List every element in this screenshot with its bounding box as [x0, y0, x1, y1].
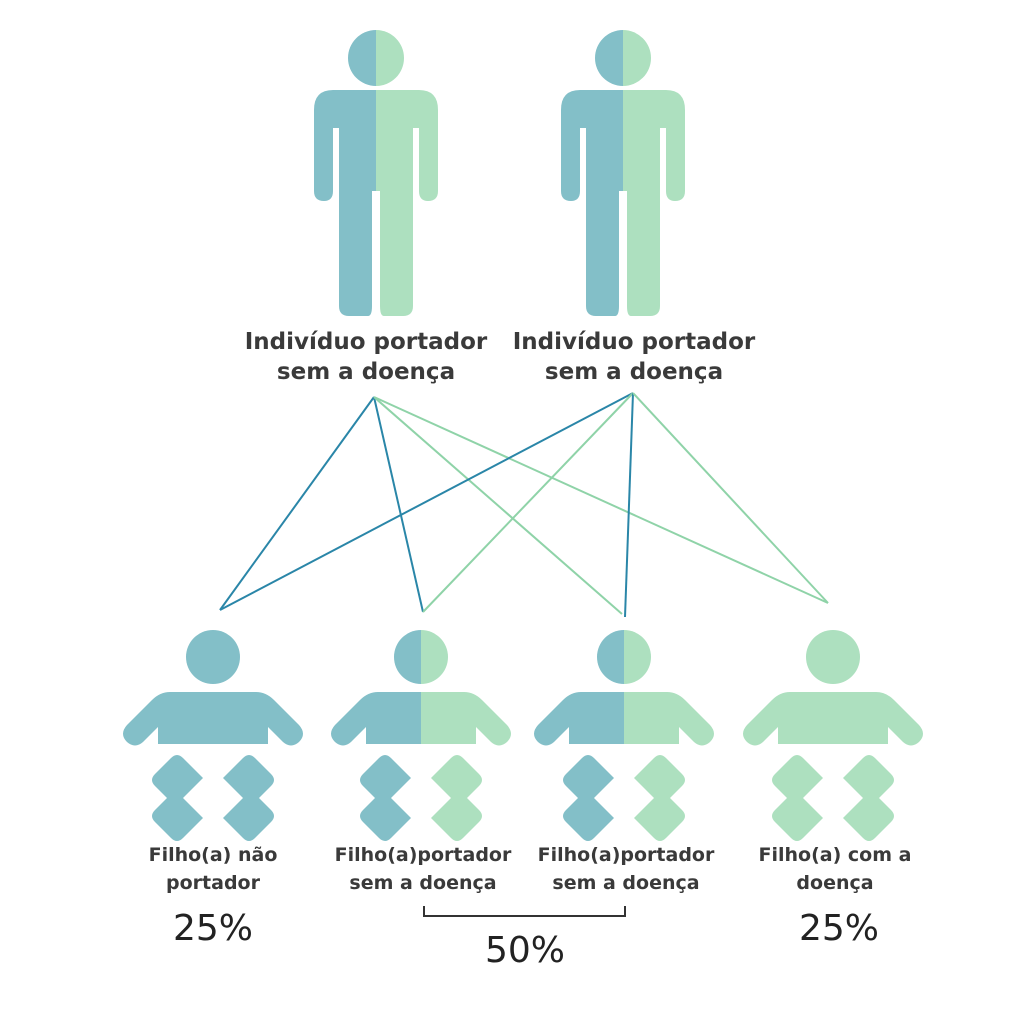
line-p1-c3 [373, 396, 623, 615]
line-p1-c2 [373, 396, 424, 613]
parent-2-figure [561, 30, 685, 316]
child-2-figure [331, 630, 511, 841]
child-4-figure [743, 630, 923, 841]
line-p2-c1 [219, 392, 634, 611]
child-1-label-line1: Filho(a) não [148, 844, 278, 866]
carrier-percentage: 50% [484, 930, 565, 971]
child-4-label: Filho(a) com a doença [725, 841, 945, 897]
parent-1-figure [314, 30, 438, 316]
line-p1-c1 [219, 396, 375, 611]
line-p2-c3 [624, 392, 634, 618]
child-4-label-line2: doença [796, 872, 874, 894]
child-1-label: Filho(a) não portador [103, 841, 323, 897]
inheritance-lines [219, 392, 829, 618]
parent-2-label-line2: sem a doença [544, 359, 724, 385]
parent-2-label-line1: Indivíduo portador [512, 329, 756, 355]
carrier-bracket [423, 906, 626, 917]
line-p2-c2 [422, 392, 634, 613]
parent-1-label: Indivíduo portador sem a doença [226, 327, 506, 387]
line-p1-c4 [373, 396, 829, 604]
parent-1-label-line2: sem a doença [276, 359, 456, 385]
child-2-label-line2: sem a doença [349, 872, 497, 894]
child-4-label-line1: Filho(a) com a [758, 844, 912, 866]
child-2-label-line1: Filho(a)portador [334, 844, 512, 866]
parent-1-label-line1: Indivíduo portador [244, 329, 488, 355]
child-1-figure [123, 630, 303, 841]
child-3-figure [534, 630, 714, 841]
child-3-label-line2: sem a doença [552, 872, 700, 894]
parent-2-label: Indivíduo portador sem a doença [494, 327, 774, 387]
child-3-label: Filho(a)portador sem a doença [516, 841, 736, 897]
line-p2-c4 [632, 392, 829, 604]
non-carrier-percentage: 25% [172, 908, 253, 949]
affected-percentage: 25% [798, 908, 879, 949]
child-1-label-line2: portador [166, 872, 260, 894]
child-3-label-line1: Filho(a)portador [537, 844, 715, 866]
child-2-label: Filho(a)portador sem a doença [313, 841, 533, 897]
